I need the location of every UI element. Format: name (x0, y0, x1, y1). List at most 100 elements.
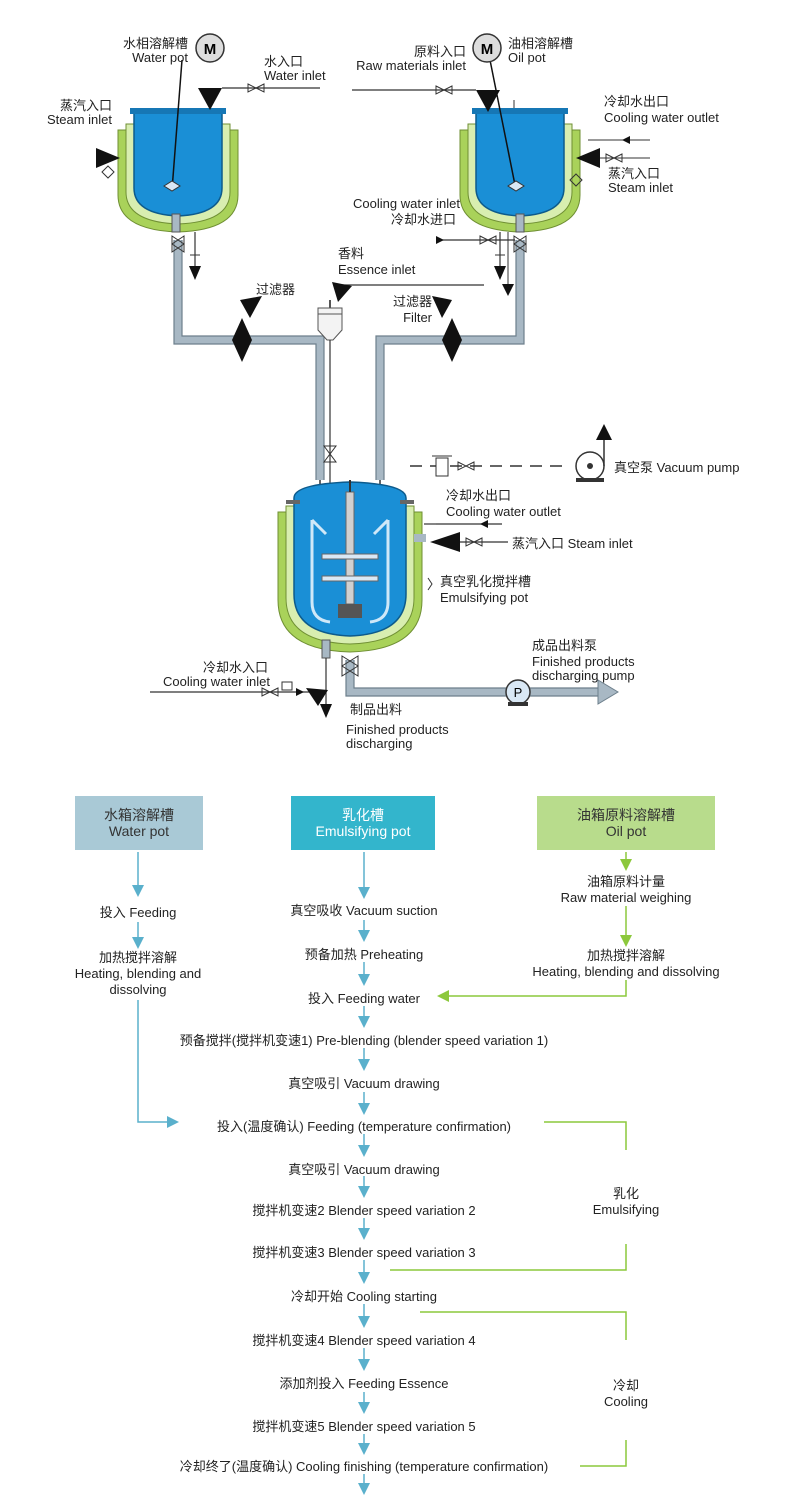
discharge-pump-label: P (514, 685, 523, 700)
water-step-heating-en2: dissolving (109, 982, 167, 997)
discharge-arrow-down-icon (306, 688, 328, 706)
finished-pump-label-en1: Finished products (532, 654, 635, 669)
finished-discharging-label-en1: Finished products (346, 722, 449, 737)
main-step: 冷却终了(温度确认) Cooling finishing (temperatur… (179, 1459, 549, 1474)
water-inlet-label-zh: 水入口 (264, 54, 303, 69)
filter-right-icon (442, 318, 462, 362)
oil-step-weighing-zh: 油箱原料计量 (586, 874, 665, 889)
main-step: 搅拌机变速5 Blender speed variation 5 (252, 1419, 476, 1434)
oil-pot-label-en: Oil pot (508, 50, 546, 65)
filter-left-pointer-icon (240, 296, 262, 318)
main-step: 真空吸引 Vacuum drawing (288, 1162, 440, 1177)
oil-pot-motor-label: M (481, 41, 494, 58)
emulsifying-phase-en: Emulsifying (592, 1202, 660, 1217)
raw-materials-label-zh: 原料入口 (414, 44, 466, 59)
water-pot-box: 水箱溶解槽 Water pot (75, 796, 203, 850)
main-step: 预备加热 Preheating (304, 947, 424, 962)
cooling-inlet-bottom-label-en: Cooling water inlet (163, 674, 270, 689)
essence-arrow-icon (332, 282, 352, 302)
oil-step-heating-zh: 加热搅拌溶解 (586, 948, 665, 963)
essence-label-zh: 香料 (338, 246, 364, 261)
emulsifying-pot-valve-icon (341, 655, 359, 677)
water-pot-motor-label: M (204, 41, 217, 58)
emulsifying-pot-label-zh: 真空乳化搅拌槽 (440, 574, 531, 589)
oil-pot-valve-icon (513, 235, 527, 253)
water-pot-box-zh: 水箱溶解槽 (104, 807, 174, 823)
raw-materials-arrow-icon (476, 90, 500, 112)
steam-inlet-left-arrow-icon (96, 148, 120, 168)
main-step: 投入(温度确认) Feeding (temperature confirmati… (216, 1119, 512, 1134)
water-step-heating: 加热搅拌溶解 Heating, blending and dissolving (40, 950, 236, 998)
oil-pot-box-en: Oil pot (605, 823, 647, 839)
oil-pot-label-zh: 油相溶解槽 (508, 36, 573, 51)
finished-pump-label-zh: 成品出料泵 (532, 638, 597, 653)
steam-inlet-right-arrow-icon (576, 148, 600, 168)
filter-left-label-zh: 过滤器 (256, 282, 295, 297)
water-pot-label-en: Water pot (132, 50, 188, 65)
cooling-inlet-top-label-en: Cooling water inlet (353, 196, 460, 211)
cooling-phase-zh: 冷却 (612, 1378, 639, 1393)
steam-inlet-main-arrow-icon (430, 532, 460, 552)
filter-right-pointer-icon (432, 296, 452, 318)
vacuum-filter-icon (435, 457, 449, 477)
raw-materials-label-en: Raw materials inlet (356, 58, 466, 73)
oil-step-weighing: 油箱原料计量 Raw material weighing (516, 874, 736, 906)
main-step: 预备搅拌(搅拌机变速1) Pre-blending (blender speed… (179, 1033, 549, 1048)
main-step: 冷却开始 Cooling starting (291, 1289, 437, 1304)
steam-inlet-left-label-zh: 蒸汽入口 (60, 98, 112, 113)
water-inlet-label-en: Water inlet (264, 68, 326, 83)
water-step-heating-en1: Heating, blending and (74, 966, 202, 981)
finished-discharging-label-en2: discharging (346, 736, 413, 751)
emulsifying-pot-label-en: Emulsifying pot (440, 590, 529, 605)
main-step: 搅拌机变速2 Blender speed variation 2 (252, 1203, 476, 1218)
essence-hopper-icon (317, 307, 343, 341)
water-pot-box-en: Water pot (108, 823, 170, 839)
discharge-arrow-icon (597, 679, 619, 705)
water-pot-vessel (117, 59, 239, 233)
main-step: 添加剂投入 Feeding Essence (279, 1376, 449, 1391)
cooling-inlet-bottom-label-zh: 冷却水入口 (203, 660, 268, 675)
cooling-outlet-main-label-zh: 冷却水出口 (446, 488, 511, 503)
filter-left-icon (232, 318, 252, 362)
cooling-outlet-right-label-zh: 冷却水出口 (604, 94, 669, 109)
essence-label-en: Essence inlet (338, 262, 416, 277)
filter-right-label-zh: 过滤器 (393, 294, 432, 309)
steam-inlet-right-label-zh: 蒸汽入口 (608, 166, 660, 181)
water-step-heating-zh: 加热搅拌溶解 (98, 950, 177, 965)
water-pot-label-zh: 水相溶解槽 (123, 36, 188, 51)
oil-pot-vessel (459, 59, 581, 233)
cooling-outlet-right-label-en: Cooling water outlet (604, 110, 719, 125)
filter-right-label-en: Filter (403, 310, 433, 325)
water-pot-valve-icon (171, 235, 185, 253)
emulsifying-phase-label: 乳化 Emulsifying (566, 1186, 686, 1218)
main-step: 搅拌机变速4 Blender speed variation 4 (252, 1333, 476, 1348)
vacuum-pump-label: 真空泵 Vacuum pump (614, 460, 739, 475)
flowchart-connectors (132, 852, 632, 1495)
main-step: 搅拌机变速3 Blender speed variation 3 (252, 1245, 476, 1260)
water-inlet-arrow-icon (198, 88, 222, 110)
emulsifying-pot-box-en: Emulsifying pot (315, 823, 411, 839)
main-step: 真空吸引 Vacuum drawing (288, 1076, 440, 1091)
cooling-phase-en: Cooling (603, 1394, 649, 1409)
main-step: 投入 Feeding water (308, 991, 420, 1006)
steam-inlet-right-label-en: Steam inlet (608, 180, 673, 195)
steam-inlet-left-label-en: Steam inlet (47, 112, 112, 127)
oil-pot-motor-icon (472, 33, 502, 63)
emulsifying-pot-box: 乳化槽 Emulsifying pot (291, 796, 435, 850)
emulsifying-pot-box-zh: 乳化槽 (342, 807, 384, 823)
finished-pump-label-en2: discharging pump (532, 668, 635, 683)
steam-inlet-main-label: 蒸汽入口 Steam inlet (512, 536, 633, 551)
water-step-feeding: 投入 Feeding (99, 905, 177, 920)
water-pot-motor-icon (195, 33, 225, 63)
vacuum-exhaust-arrow-icon (596, 424, 612, 440)
oil-step-weighing-en: Raw material weighing (560, 890, 692, 905)
oil-pot-box: 油箱原料溶解槽 Oil pot (537, 796, 715, 850)
oil-pot-box-zh: 油箱原料溶解槽 (577, 807, 675, 823)
emulsifying-phase-zh: 乳化 (612, 1186, 639, 1201)
emulsifying-pot-vessel (277, 480, 426, 659)
cooling-outlet-main-label-en: Cooling water outlet (446, 504, 561, 519)
finished-discharging-label-zh: 制品出料 (350, 702, 402, 717)
oil-step-heating-en: Heating, blending and dissolving (532, 964, 720, 979)
oil-step-heating: 加热搅拌溶解 Heating, blending and dissolving (506, 948, 746, 980)
cooling-inlet-top-label-zh: 冷却水进口 (391, 212, 456, 227)
